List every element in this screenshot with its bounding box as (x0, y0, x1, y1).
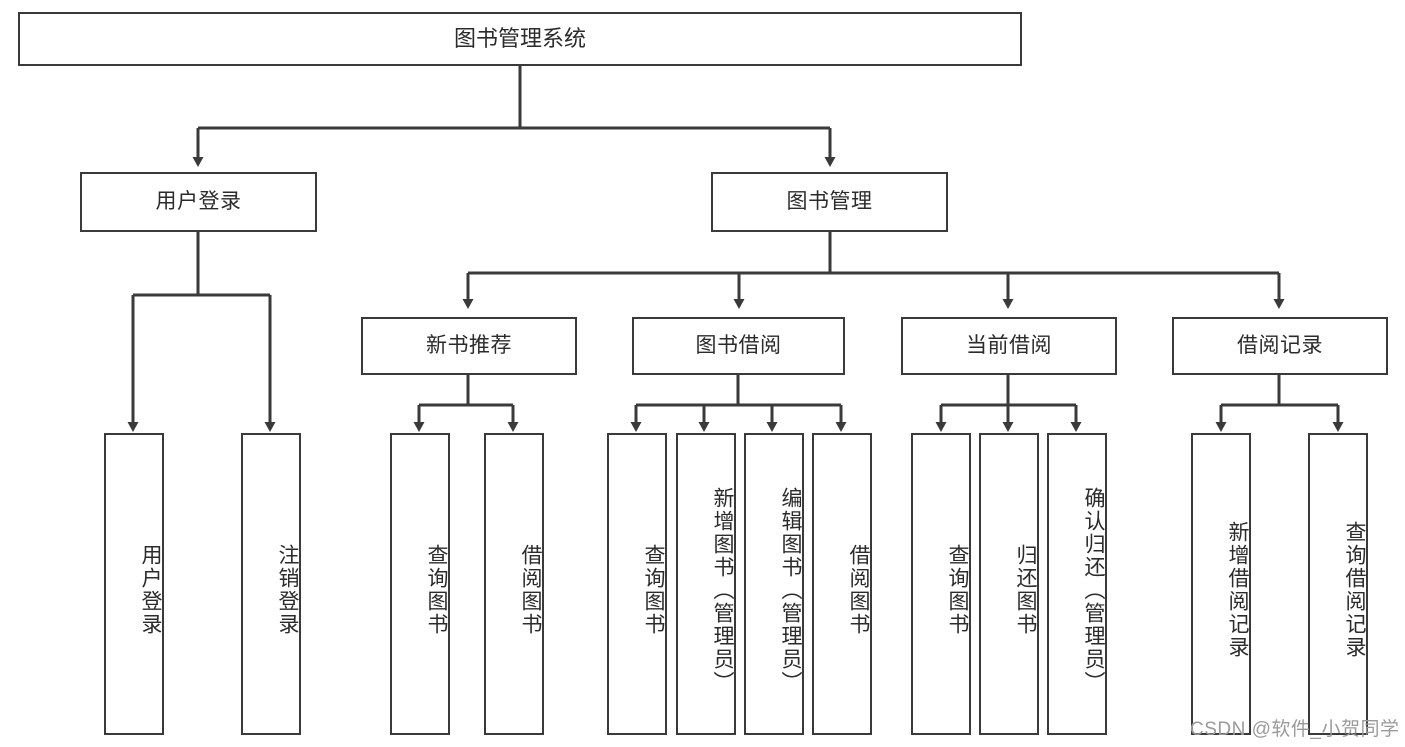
leaf-borrow-book-new-recommend[interactable]: 借阅图书 (484, 433, 544, 735)
leaf-return-book[interactable]: 归还图书 (979, 433, 1039, 735)
leaf-user-logout[interactable]: 注销登录 (241, 433, 301, 735)
node-user-login[interactable]: 用户登录 (80, 172, 317, 232)
node-label: 确认归还（管理员） (1082, 486, 1105, 694)
leaf-query-borrow-record[interactable]: 查询借阅记录 (1308, 433, 1368, 735)
node-root-book-management-system[interactable]: 图书管理系统 (18, 12, 1022, 66)
node-label: 编辑图书（管理员） (779, 486, 802, 694)
node-label: 用户登录 (155, 189, 242, 213)
node-label: 新增借阅记录 (1226, 521, 1249, 659)
node-label: 图书管理 (786, 189, 873, 213)
leaf-query-book-current[interactable]: 查询图书 (911, 433, 971, 735)
node-label: 图书管理系统 (453, 26, 586, 52)
node-new-book-recommend[interactable]: 新书推荐 (361, 317, 577, 375)
leaf-query-book-borrow[interactable]: 查询图书 (607, 433, 667, 735)
leaf-edit-book-admin[interactable]: 编辑图书（管理员） (744, 433, 804, 735)
node-label: 图书借阅 (695, 333, 782, 357)
node-label: 查询图书 (946, 544, 969, 636)
node-label: 查询图书 (425, 544, 448, 636)
node-borrow-record[interactable]: 借阅记录 (1172, 317, 1388, 375)
node-current-borrow[interactable]: 当前借阅 (901, 317, 1117, 375)
node-label: 借阅图书 (519, 544, 542, 636)
node-book-borrow[interactable]: 图书借阅 (632, 317, 845, 375)
node-label: 注销登录 (276, 544, 299, 636)
leaf-borrow-book[interactable]: 借阅图书 (812, 433, 872, 735)
node-label: 当前借阅 (966, 333, 1052, 357)
node-label: 借阅图书 (847, 544, 870, 636)
leaf-confirm-return-admin[interactable]: 确认归还（管理员） (1047, 433, 1107, 735)
node-label: 查询借阅记录 (1343, 521, 1366, 659)
node-book-manage[interactable]: 图书管理 (711, 172, 948, 232)
leaf-user-login[interactable]: 用户登录 (104, 433, 164, 735)
node-label: 归还图书 (1014, 544, 1037, 636)
node-label: 借阅记录 (1237, 333, 1323, 357)
node-label: 新书推荐 (426, 333, 512, 357)
node-label: 查询图书 (642, 544, 665, 636)
leaf-add-book-admin[interactable]: 新增图书（管理员） (676, 433, 736, 735)
node-label: 新增图书（管理员） (711, 486, 734, 694)
csdn-watermark: CSDN @软件_小贺同学 (1190, 719, 1400, 740)
node-label: 用户登录 (139, 544, 162, 636)
leaf-add-borrow-record[interactable]: 新增借阅记录 (1191, 433, 1251, 735)
leaf-query-book-new-recommend[interactable]: 查询图书 (390, 433, 450, 735)
